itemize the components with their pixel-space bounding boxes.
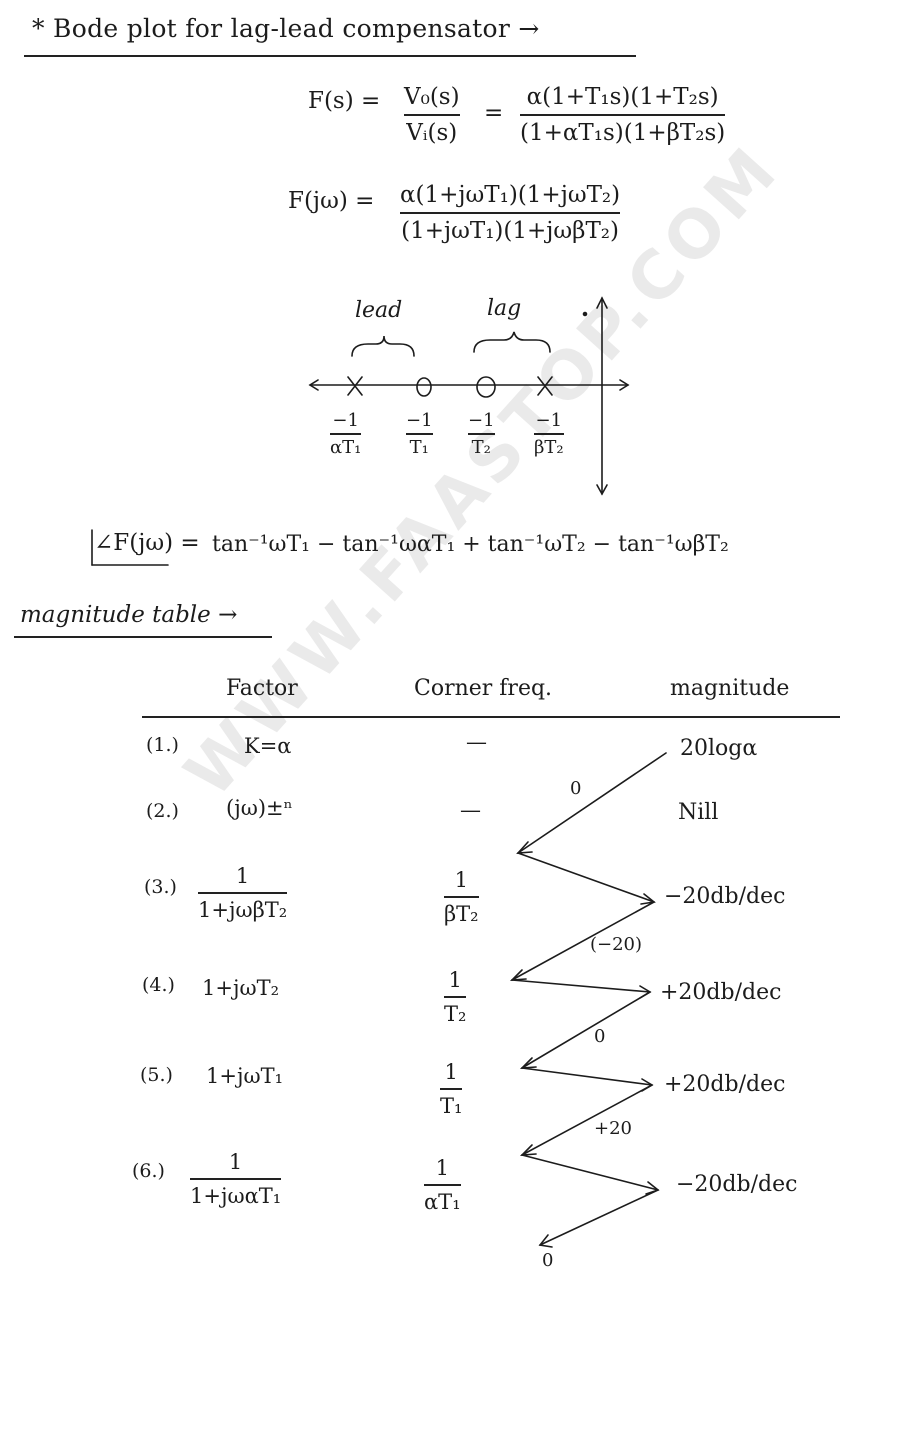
pz-num: −1 — [535, 410, 563, 431]
phase-rhs: tan⁻¹ωT₁ − tan⁻¹ωαT₁ + tan⁻¹ωT₂ − tan⁻¹ω… — [212, 532, 729, 557]
row-factor: 1+jωT₂ — [202, 976, 280, 1000]
row-factor-fraction: 1 1+jωαT₁ — [190, 1150, 282, 1208]
row-factor-fraction: 1 1+jωβT₂ — [198, 864, 288, 922]
fraction-bar — [534, 433, 564, 435]
row-index: (5.) — [140, 1064, 173, 1086]
corner-den: T₂ — [444, 1002, 467, 1026]
fraction-bar — [520, 114, 726, 116]
row-magnitude: +20db/dec — [664, 1072, 786, 1097]
corner-den: βT₂ — [444, 902, 479, 926]
fraction-bar — [400, 212, 621, 214]
pz-den: βT₂ — [534, 436, 564, 458]
zero-marker — [476, 376, 496, 398]
pz-label-pole-2: −1 βT₂ — [534, 410, 564, 458]
fraction-bar — [198, 892, 288, 894]
section-underline — [14, 636, 272, 638]
net-slope-label: 0 — [542, 1250, 554, 1271]
pz-num: −1 — [332, 410, 359, 431]
row-corner-fraction: 1 T₂ — [444, 968, 467, 1026]
fr-denominator: (1+jωT₁)(1+jωβT₂) — [401, 218, 620, 244]
col-header-corner-freq: Corner freq. — [414, 676, 553, 701]
corner-num: 1 — [448, 968, 462, 992]
axis-arrow-left — [308, 379, 319, 391]
fraction-bar — [190, 1178, 282, 1180]
row-factor: (jω)±ⁿ — [226, 796, 293, 820]
pz-num: −1 — [468, 410, 495, 431]
pz-label-zero-2: −1 T₂ — [468, 410, 495, 458]
fraction-bar — [406, 433, 433, 435]
net-slope-label: (−20) — [590, 934, 643, 955]
tf-equals: = — [484, 100, 504, 126]
row-index: (4.) — [142, 974, 175, 996]
tf-ratio: V₀(s) Vᵢ(s) — [404, 84, 460, 146]
factor-den: 1+jωβT₂ — [198, 898, 288, 922]
factor-num: 1 — [235, 864, 250, 888]
axis-arrow-up — [596, 296, 608, 309]
corner-num: 1 — [454, 868, 468, 892]
corner-den: αT₁ — [424, 1190, 461, 1214]
tf-ratio-den: Vᵢ(s) — [406, 120, 458, 146]
corner-den: T₁ — [440, 1094, 463, 1118]
col-header-magnitude: magnitude — [670, 676, 790, 701]
row-magnitude: −20db/dec — [664, 884, 786, 909]
fraction-bar — [444, 996, 467, 998]
corner-num: 1 — [444, 1060, 458, 1084]
fr-numerator: α(1+jωT₁)(1+jωT₂) — [400, 182, 621, 208]
col-header-factor: Factor — [226, 676, 298, 701]
pz-label-pole-1: −1 αT₁ — [330, 410, 362, 458]
row-index: (2.) — [146, 800, 179, 822]
row-index: (1.) — [146, 734, 179, 756]
fraction-bar — [330, 433, 362, 435]
zero-marker — [416, 377, 432, 397]
table-header-rule — [142, 716, 840, 718]
tf-numerator: α(1+T₁s)(1+T₂s) — [526, 84, 719, 110]
row-factor: K=α — [244, 734, 292, 758]
row-corner: — — [466, 730, 487, 754]
tf-expression: α(1+T₁s)(1+T₂s) (1+αT₁s)(1+βT₂s) — [520, 84, 726, 146]
row-magnitude: −20db/dec — [676, 1172, 798, 1197]
row-magnitude: +20db/dec — [660, 980, 782, 1005]
corner-num: 1 — [435, 1156, 449, 1180]
fraction-bar — [468, 433, 495, 435]
lag-label: lag — [487, 296, 522, 321]
fraction-bar — [440, 1088, 463, 1090]
page-title: * Bode plot for lag-lead compensator → — [32, 14, 540, 43]
fraction-bar — [404, 114, 460, 116]
title-underline — [24, 55, 636, 57]
tf-lhs: F(s) = — [308, 88, 381, 114]
row-index: (6.) — [132, 1160, 165, 1182]
net-slope-label: +20 — [594, 1118, 632, 1139]
row-index: (3.) — [144, 876, 177, 898]
fr-expression: α(1+jωT₁)(1+jωT₂) (1+jωT₁)(1+jωβT₂) — [400, 182, 621, 244]
factor-den: 1+jωαT₁ — [190, 1184, 282, 1208]
row-corner-fraction: 1 T₁ — [440, 1060, 463, 1118]
row-factor: 1+jωT₁ — [206, 1064, 284, 1088]
slope-zigzag — [509, 752, 667, 1248]
pz-den: αT₁ — [330, 436, 362, 458]
axis-arrow-right — [619, 379, 630, 391]
row-corner-fraction: 1 βT₂ — [444, 868, 479, 926]
row-magnitude: 20logα — [680, 736, 758, 761]
net-slope-label: 0 — [594, 1026, 606, 1047]
lag-brace — [473, 331, 551, 353]
row-corner-fraction: 1 αT₁ — [424, 1156, 461, 1214]
pz-den: T₂ — [471, 436, 491, 458]
row-corner: — — [460, 798, 481, 822]
lead-label: lead — [355, 298, 403, 323]
pz-label-zero-1: −1 T₁ — [406, 410, 433, 458]
tf-denominator: (1+αT₁s)(1+βT₂s) — [520, 120, 726, 146]
tf-ratio-num: V₀(s) — [404, 84, 460, 110]
fr-lhs: F(jω) = — [288, 188, 375, 214]
net-slope-label: 0 — [570, 778, 582, 799]
lead-brace — [351, 335, 415, 357]
factor-num: 1 — [228, 1150, 243, 1174]
axis-arrow-down — [596, 484, 608, 496]
fraction-bar — [444, 896, 479, 898]
pz-num: −1 — [406, 410, 433, 431]
row-magnitude: Nill — [678, 800, 719, 825]
phase-lhs: ∠F(jω) = — [94, 530, 200, 556]
pz-den: T₁ — [409, 436, 429, 458]
section-heading: magnitude table → — [20, 602, 238, 628]
fraction-bar — [424, 1184, 461, 1186]
